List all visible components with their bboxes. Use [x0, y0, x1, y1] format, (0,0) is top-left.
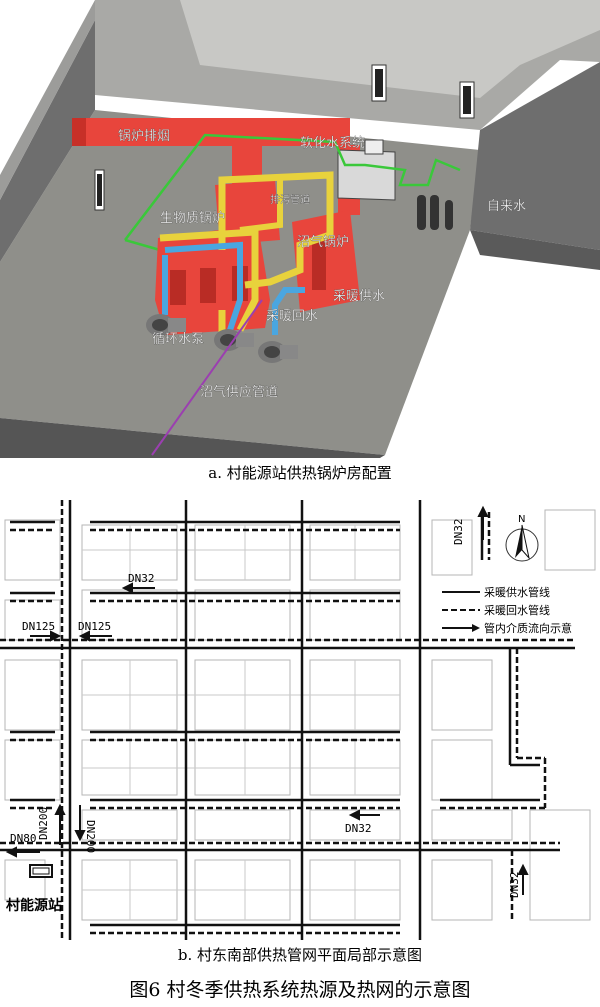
- return-pipelines: [0, 500, 575, 940]
- label-dn32-ne: DN32: [452, 519, 465, 546]
- label-tap-water: 自来水: [487, 199, 526, 214]
- legend-return: 采暖回水管线: [484, 603, 550, 617]
- water-tank: [445, 200, 453, 230]
- figure-title: 图6 村冬季供热系统热源及热网的示意图: [129, 979, 471, 1001]
- label-dn80: DN80: [10, 832, 37, 845]
- circulation-pump: [214, 329, 254, 351]
- circulation-pump: [146, 314, 186, 336]
- return-pipe: [164, 241, 243, 331]
- front-wall: [0, 418, 385, 458]
- softener-unit: [337, 149, 396, 201]
- right-wall: [470, 62, 600, 250]
- supply-pipe: [218, 171, 334, 289]
- label-dn200-right: DN200: [84, 820, 97, 853]
- label-dn32-se: DN32: [508, 872, 521, 899]
- label-dn32-mid: DN32: [345, 822, 372, 835]
- flow-arrows: [5, 505, 529, 895]
- label-energy-station: 村能源站: [6, 897, 62, 914]
- legend-flow: 管内介质流向示意: [484, 621, 572, 635]
- pipe-network-plan: DN32 DN125 DN125 DN32 DN80 DN200 DN200 D…: [0, 500, 600, 940]
- water-tank: [430, 195, 439, 230]
- caption-a: a. 村能源站供热锅炉房配置: [208, 464, 392, 482]
- label-dn32-top: DN32: [128, 572, 155, 585]
- label-biogas-pipe: 沼气供应管道: [200, 384, 278, 400]
- north-label: N: [518, 514, 525, 525]
- label-biogas-boiler: 沼气锅炉: [297, 234, 349, 250]
- caption-b: b. 村东南部供热管网平面局部示意图: [177, 946, 423, 964]
- legend-supply: 采暖供水管线: [484, 585, 550, 599]
- label-dn125-left: DN125: [22, 620, 55, 633]
- softened-water-line: [124, 133, 461, 241]
- label-softener: 软化水系统: [300, 136, 365, 151]
- label-dn200-left: DN200: [37, 807, 50, 840]
- water-tank: [417, 195, 426, 230]
- label-drain: 排污管道: [270, 193, 310, 206]
- label-heating-return: 采暖回水: [266, 309, 318, 324]
- supply-pipelines: [0, 500, 575, 940]
- label-circulation-pump: 循环水泵: [152, 332, 204, 347]
- label-heating-supply: 采暖供水: [333, 289, 385, 304]
- label-dn125-right: DN125: [78, 620, 111, 633]
- label-flue: 锅炉排烟: [118, 128, 170, 144]
- circulation-pump: [258, 341, 298, 363]
- boiler-room-illustration: 锅炉排烟 软化水系统 排污管道 生物质锅炉 自来水 沼气锅炉 采暖供水 采暖回水…: [0, 0, 600, 458]
- label-biomass-boiler: 生物质锅炉: [160, 210, 225, 226]
- biogas-supply-line: [151, 299, 263, 456]
- left-wall: [0, 20, 95, 262]
- north-arrow-icon: [505, 524, 539, 562]
